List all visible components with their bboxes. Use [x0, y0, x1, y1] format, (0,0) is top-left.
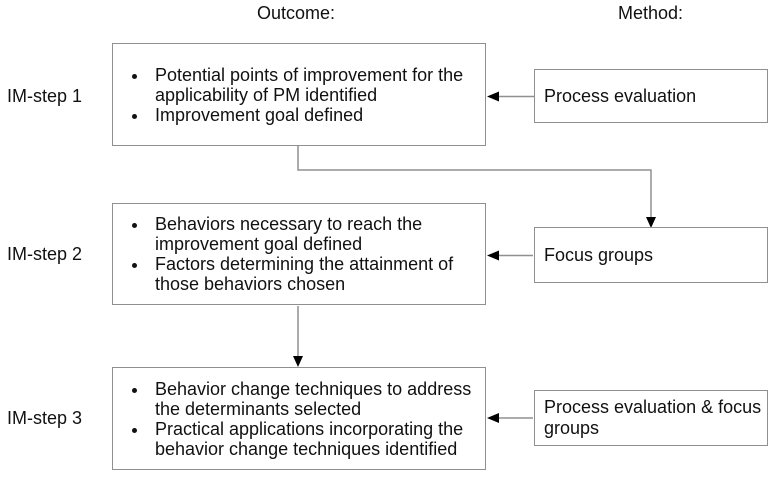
im-step-2-label: IM-step 2	[7, 244, 83, 264]
arrowhead-left-icon	[487, 91, 499, 102]
im-step-3-label: IM-step 3	[7, 408, 83, 428]
outcome-list-step2: Behaviors necessary to reach the improve…	[113, 214, 485, 294]
method-box-step2: Focus groups	[534, 227, 768, 283]
outcome-list-step1: Potential points of improvement for the …	[113, 65, 485, 125]
outcome-item: Practical applications incorporating the…	[149, 419, 479, 459]
outcome-item: Behaviors necessary to reach the improve…	[149, 214, 479, 254]
outcome-item: Behavior change techniques to address th…	[149, 379, 479, 419]
outcome-item: Potential points of improvement for the …	[149, 65, 479, 105]
method-label: Focus groups	[544, 244, 654, 265]
outcome-item: Improvement goal defined	[149, 105, 479, 125]
arrowhead-down-icon	[293, 356, 303, 367]
arrowhead-left-icon	[487, 413, 499, 423]
outcome-box-step2: Behaviors necessary to reach the improve…	[112, 203, 486, 305]
outcome-box-step3: Behavior change techniques to address th…	[112, 367, 486, 470]
method-column-header: Method:	[618, 3, 684, 23]
im-step-1-label: IM-step 1	[7, 86, 83, 106]
method-label: Process evaluation	[544, 85, 697, 106]
method-box-step3: Process evaluation & focus groups	[534, 390, 768, 446]
outcome-item: Factors determining the attainment of th…	[149, 254, 479, 294]
arrowhead-left-icon	[487, 250, 499, 261]
method-label: Process evaluation & focus groups	[544, 397, 762, 438]
outcome-column-header: Outcome:	[257, 3, 336, 23]
method-box-step1: Process evaluation	[534, 69, 768, 123]
outcome-box-step1: Potential points of improvement for the …	[112, 43, 486, 146]
outcome-list-step3: Behavior change techniques to address th…	[113, 379, 485, 459]
